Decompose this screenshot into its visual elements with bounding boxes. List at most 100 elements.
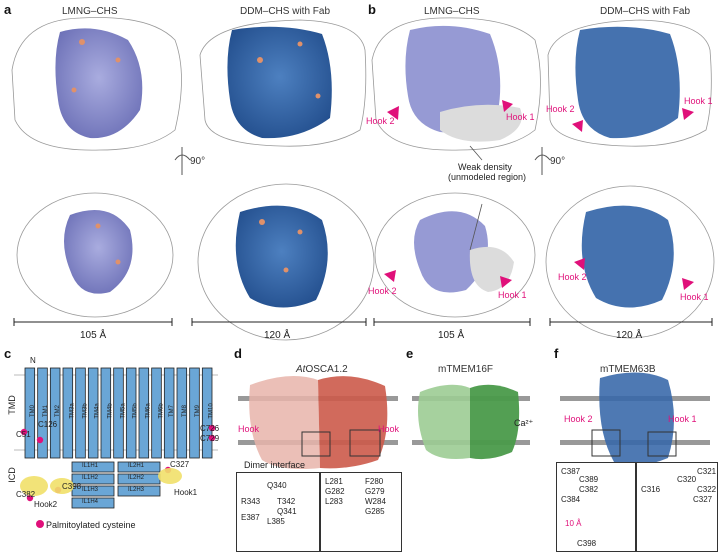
micelle-outline-b-ddm-top [547, 19, 712, 147]
res-label: C389 [579, 475, 599, 484]
tm-helix-label: TM7 [169, 405, 176, 417]
hook-label-d-left: Hook [238, 424, 260, 434]
cys-label-0: C51 [16, 430, 31, 439]
n-terminus-label: N [30, 356, 36, 365]
hook2-label-c: Hook2 [34, 500, 58, 509]
panel-f-title: mTMEM63B [600, 364, 656, 375]
density-map-ddm-bottom [235, 205, 328, 308]
tmem16f-protomer-left [418, 384, 470, 459]
panel-c-graphics [14, 367, 218, 528]
res-label: C387 [561, 467, 581, 476]
res-label: T342 [277, 497, 296, 506]
hook1-label-b1: Hook 1 [506, 112, 535, 122]
osca-protomer-right [318, 376, 388, 469]
micelle-outline-ddm-bottom [197, 183, 375, 341]
panel-d-inset-right: L281 F280 G282 G279 L283 W284 G285 [320, 472, 402, 552]
cys-label-4: C327 [170, 460, 190, 469]
panel-d-inset-left: Q340 R343 T342 Q341 E387 L385 [236, 472, 320, 552]
panel-label-a: a [4, 2, 12, 17]
res-label: W284 [365, 497, 386, 506]
palmitoylated-legend: Palmitoylated cysteine [46, 520, 136, 530]
res-label: Q341 [277, 507, 297, 516]
res-label: E387 [241, 513, 260, 522]
panel-label-e: e [406, 346, 414, 361]
res-label: C316 [641, 485, 661, 494]
panel-a-scale-right: 120 Å [264, 330, 291, 341]
panel-b-rotation: 90° [550, 156, 566, 167]
tm-helix-label: TM1 [42, 405, 49, 417]
density-map-ddm-top [227, 26, 332, 139]
micelle-outline-lmng-bottom [16, 192, 174, 318]
ribbon-model-ddm-top [575, 26, 680, 139]
tm-helix-label: TM6b [158, 403, 165, 419]
palmitoyl-dot [26, 494, 34, 502]
panel-a-graphics [11, 17, 375, 341]
distance-label: 10 Å [565, 519, 582, 528]
hook-label-d-right: Hook [378, 424, 400, 434]
micelle-outline-lmng-top [11, 17, 182, 151]
res-label: C321 [697, 467, 717, 476]
panel-a-title-lmng: LMNG–CHS [62, 6, 118, 17]
cys-label-3: C398 [62, 482, 82, 491]
micelle-outline-b-ddm-bottom [545, 185, 715, 339]
icd-helix-label: IL1H4 [82, 499, 99, 505]
panel-label-b: b [368, 2, 376, 17]
palmitoyl-dot [36, 436, 44, 444]
tm-helix-box [87, 367, 99, 459]
panel-d-graphics [238, 376, 398, 469]
osca-protomer-left [249, 376, 320, 469]
tm-helix-label: TM2 [55, 405, 62, 417]
panel-e-graphics [412, 384, 530, 460]
tm-helix-box [189, 367, 200, 459]
panel-a-scale-left: 105 Å [80, 330, 107, 341]
palmitoyl-dot [20, 428, 28, 436]
tm-helix-label: TM9 [194, 405, 201, 417]
tm-helix-box [100, 367, 112, 459]
tm-helix-box [151, 367, 162, 459]
tmd-label: TMD [6, 395, 17, 415]
tmem16f-protomer-right [470, 384, 520, 460]
res-label: F280 [365, 477, 384, 486]
icd-helix-label: IL2H3 [128, 487, 145, 493]
icd-helix-label: IL1H3 [82, 487, 99, 493]
hook2-label-f: Hook 2 [564, 414, 593, 424]
icd-helix-box [117, 485, 161, 497]
panel-d-title: AtOSCA1.2 [296, 364, 348, 375]
hook2-label-b1: Hook 2 [366, 116, 395, 126]
icd-helix-box [71, 473, 115, 485]
tm-helix-box [75, 367, 86, 459]
hook1-label-b4: Hook 1 [680, 292, 709, 302]
hook2-label-b4: Hook 2 [558, 272, 587, 282]
tmem63b-model [599, 372, 674, 466]
panel-d-title-rest: OSCA1.2 [305, 364, 348, 375]
micelle-outline-ddm-top [199, 19, 367, 147]
cys-label-6: C729 [200, 434, 220, 443]
res-label: G279 [365, 487, 385, 496]
tm-helix-label: TM4a [95, 403, 101, 419]
icd-helix-box [71, 461, 115, 473]
palmitoyl-legend-dot [36, 520, 44, 528]
panel-a-rotation: 90° [190, 156, 206, 167]
tm-helix-box [113, 367, 124, 459]
res-label: Q340 [267, 481, 287, 490]
dimer-interface-label: Dimer interface [244, 460, 306, 470]
tm-helix-box [37, 367, 48, 459]
calcium-label: Ca²⁺ [514, 418, 534, 428]
res-label: L283 [325, 497, 343, 506]
res-label: R343 [241, 497, 261, 506]
tm-helix-box [201, 367, 213, 459]
unmodeled-region-bottom [469, 246, 514, 292]
tm-helix-boxes [20, 367, 216, 509]
panel-f-inset-left: C387 C389 C382 C384 C398 10 Å [556, 462, 636, 552]
icd-helix-box [71, 485, 115, 497]
tm-helix-label: TM5b [133, 403, 139, 419]
panel-label-d: d [234, 346, 242, 361]
panel-f-inset-right: C320 C321 C316 C322 C327 [636, 462, 718, 552]
res-label: C322 [697, 485, 717, 494]
res-label: G285 [365, 507, 385, 516]
density-map-lmng-bottom [64, 210, 133, 294]
tm-helix-label: TM8 [182, 405, 188, 417]
icd-helix-label: IL1H1 [82, 463, 99, 469]
density-map-lmng-top [55, 28, 143, 139]
